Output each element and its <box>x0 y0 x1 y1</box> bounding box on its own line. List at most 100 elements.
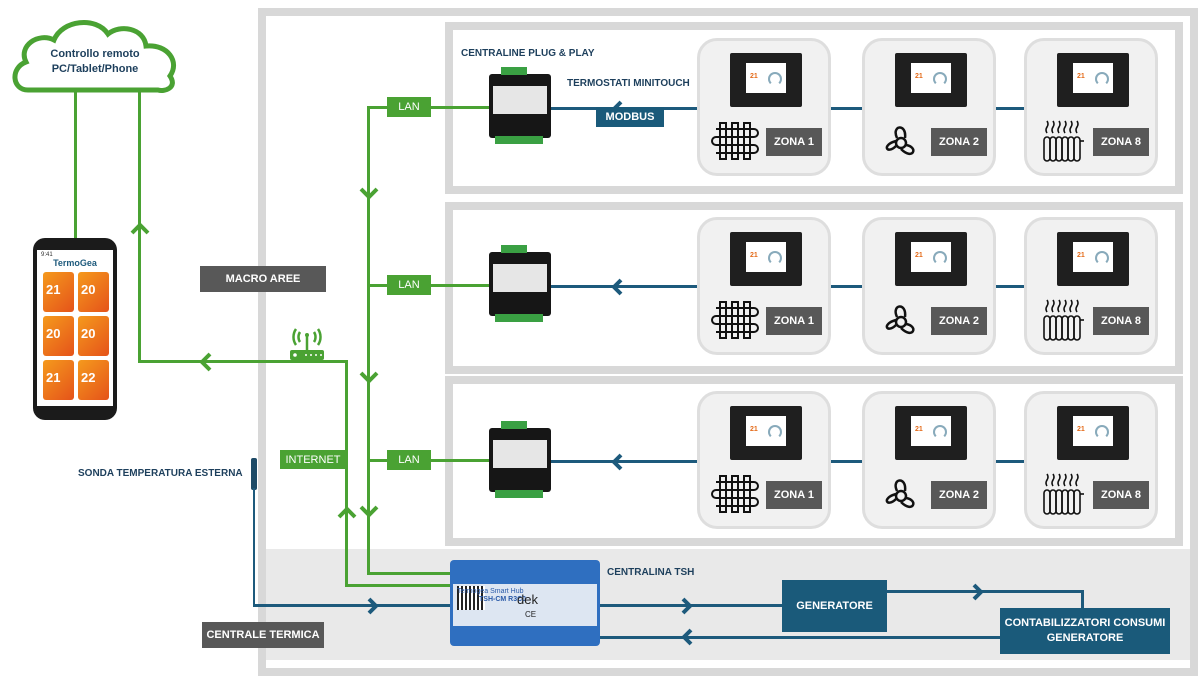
arrow-left-icon <box>681 628 693 646</box>
fan-coil-icon <box>879 298 923 342</box>
centrale-termica-label: CENTRALE TERMICA <box>202 622 324 648</box>
thermostat-screen: 21 <box>911 63 951 93</box>
cloud-label-line2: PC/Tablet/Phone <box>51 63 139 75</box>
zone-label: ZONA 2 <box>931 128 987 156</box>
lan-label-2: LAN <box>387 275 431 295</box>
minitouch-thermostat: 21 <box>1057 406 1129 460</box>
zone-label: ZONA 1 <box>766 307 822 335</box>
temperature-probe-icon <box>251 458 257 490</box>
minitouch-thermostat: 21 <box>730 53 802 107</box>
phone-zone-tile[interactable]: 20 <box>43 316 74 356</box>
arrow-up-icon <box>130 222 150 235</box>
thermostat-screen: 21 <box>911 416 951 446</box>
minitouch-thermostat: 21 <box>895 53 967 107</box>
thermostat-temperature: 21 <box>750 426 758 433</box>
centralina-tsh-title: CENTRALINA TSH <box>607 567 695 578</box>
minitouch-thermostat: 21 <box>895 232 967 286</box>
termostati-minitouch-title: TERMOSTATI MINITOUCH <box>567 78 690 89</box>
macro-aree-label: MACRO AREE <box>200 266 326 292</box>
thermostat-temperature: 21 <box>750 252 758 259</box>
arrow-left-icon <box>199 352 212 372</box>
zone-label: ZONA 2 <box>931 481 987 509</box>
cloud-label-line1: Controllo remoto <box>50 48 140 60</box>
tsh-brand: Termogea Smart Hub <box>457 588 524 595</box>
thermostat-screen: 21 <box>746 63 786 93</box>
thermostat-screen: 21 <box>1073 63 1113 93</box>
thermostat-temperature: 21 <box>915 252 923 259</box>
zone-label: ZONA 8 <box>1093 307 1149 335</box>
cloud-router-link-horizontal <box>138 360 298 363</box>
fan-coil-icon <box>879 472 923 516</box>
radiator-icon <box>1041 119 1085 163</box>
arrow-right-icon <box>367 597 379 615</box>
phone-zone-tile[interactable]: 21 <box>43 360 74 400</box>
thermostat-temperature: 21 <box>915 426 923 433</box>
internet-link-to-tsh <box>345 584 450 587</box>
floor-heating-icon <box>711 472 759 516</box>
centraline-plug-play-title: CENTRALINE PLUG & PLAY <box>461 48 595 59</box>
lan-bus-to-tsh <box>367 572 450 575</box>
phone-tile-temperature: 21 <box>46 370 61 385</box>
thermostat-temperature: 21 <box>1077 426 1085 433</box>
thermostat-screen: 21 <box>911 242 951 272</box>
plug-play-controller-1 <box>489 67 551 144</box>
tsh-model: TSH-CM R3C0 <box>479 596 527 603</box>
arrow-down-icon <box>359 187 379 200</box>
sonda-temperatura-label: SONDA TEMPERATURA ESTERNA <box>78 468 243 479</box>
zone-label: ZONA 8 <box>1093 481 1149 509</box>
phone-zone-tile[interactable]: 20 <box>78 272 109 312</box>
phone-app-title: TermoGea <box>53 258 97 268</box>
minitouch-thermostat: 21 <box>730 232 802 286</box>
internet-link-horizontal <box>298 360 348 363</box>
phone-tile-temperature: 20 <box>81 282 96 297</box>
generatore-to-contabilizzatori-line <box>886 590 1083 593</box>
thermostat-temperature: 21 <box>1077 73 1085 80</box>
lan-label-3: LAN <box>387 450 431 470</box>
thermostat-screen: 21 <box>746 242 786 272</box>
phone-zone-tile[interactable]: 22 <box>78 360 109 400</box>
generatore-to-contabilizzatori-drop <box>1081 590 1084 610</box>
zone-label: ZONA 1 <box>766 481 822 509</box>
contabilizzatori-box: CONTABILIZZATORI CONSUMI GENERATORE <box>1000 608 1170 654</box>
radiator-icon <box>1041 298 1085 342</box>
lan-bus <box>367 107 370 575</box>
arrow-right-icon <box>972 583 984 601</box>
arrow-left-icon <box>611 278 623 296</box>
router-icon <box>290 328 324 360</box>
internet-label: INTERNET <box>280 450 346 469</box>
modbus-label: MODBUS <box>596 107 664 127</box>
thermostat-temperature: 21 <box>750 73 758 80</box>
floor-heating-icon <box>711 119 759 163</box>
minitouch-thermostat: 21 <box>1057 232 1129 286</box>
radiator-icon <box>1041 472 1085 516</box>
cloud-icon <box>12 20 177 93</box>
tsh-ce-mark: CE <box>525 610 537 619</box>
generatore-box: GENERATORE <box>782 580 887 632</box>
arrow-up-icon <box>337 506 357 519</box>
zone-label: ZONA 8 <box>1093 128 1149 156</box>
probe-link-to-tsh <box>253 604 453 607</box>
floor-heating-icon <box>711 298 759 342</box>
phone-zone-tile[interactable]: 21 <box>43 272 74 312</box>
phone-tile-temperature: 20 <box>46 326 61 341</box>
lan-label-1: LAN <box>387 97 431 117</box>
phone-zone-tile[interactable]: 20 <box>78 316 109 356</box>
phone-status-time: 9:41 <box>41 252 53 258</box>
arrow-down-icon <box>359 371 379 384</box>
tsh-logo: dek <box>517 592 538 607</box>
internet-link-vertical <box>345 360 348 587</box>
qr-code <box>457 586 485 610</box>
minitouch-thermostat: 21 <box>895 406 967 460</box>
arrow-right-icon <box>681 597 693 615</box>
arrow-down-icon <box>359 505 379 518</box>
